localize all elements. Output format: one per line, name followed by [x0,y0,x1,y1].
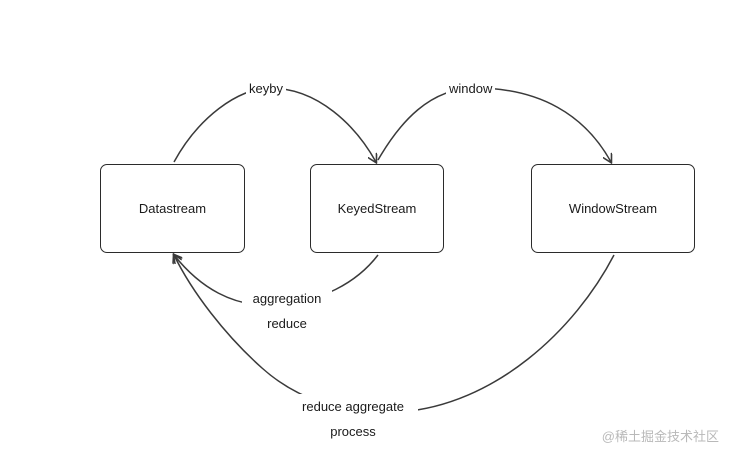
edge-label-process: process [330,424,376,439]
edge-label-reduce-aggregate-process: reduce aggregate process [288,394,418,444]
node-datastream: Datastream [100,164,245,253]
edge-label-reduce: reduce [267,316,307,331]
edge-label-aggregation: aggregation [252,291,322,306]
node-windowstream: WindowStream [531,164,695,253]
edge-reduce-aggregate-process [174,255,615,414]
edge-label-window: window [446,76,496,101]
watermark: @稀土掘金技术社区 [601,429,719,444]
node-keyedstream: KeyedStream [310,164,444,253]
node-windowstream-label: WindowStream [568,201,658,216]
edge-label-aggregation-reduce: aggregation reduce [242,286,332,336]
edge-label-keyby: keyby [246,76,286,101]
node-datastream-label: Datastream [138,201,207,216]
edge-label-reduce-aggregate: reduce aggregate [302,399,404,414]
node-keyedstream-label: KeyedStream [337,201,417,216]
